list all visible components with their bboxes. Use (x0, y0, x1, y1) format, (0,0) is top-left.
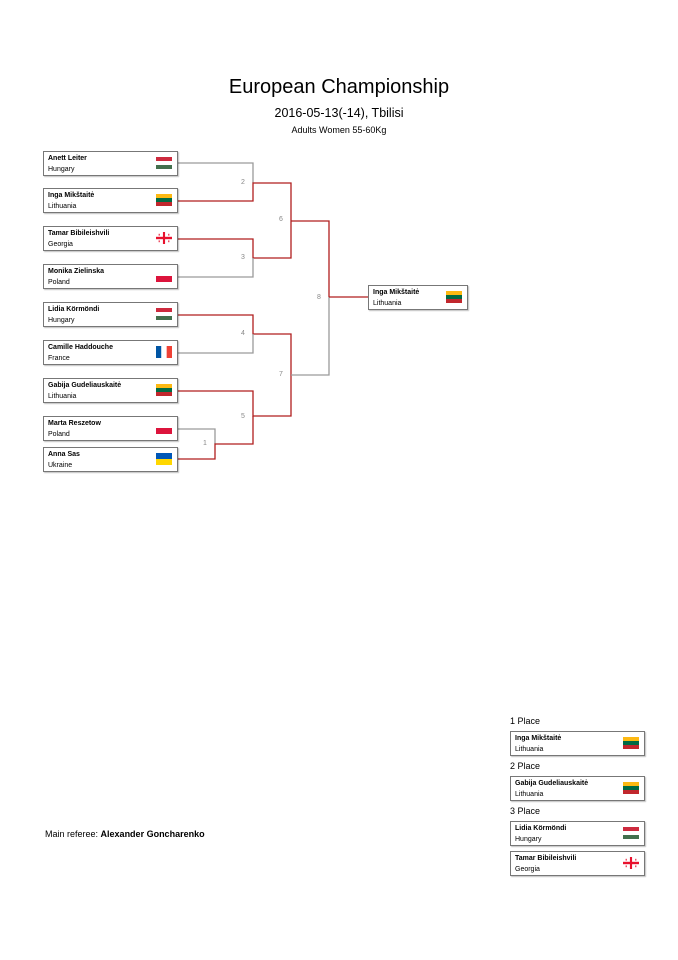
competitor-country: Lithuania (48, 203, 77, 210)
referee-label: Main referee: (45, 829, 99, 839)
competitor-country: Hungary (48, 166, 75, 173)
competitor-card: Tamar Bibileishvili Georgia (43, 226, 178, 251)
lithuania-flag-icon (156, 384, 172, 396)
lithuania-flag-icon (623, 737, 639, 749)
bracket-line-loser (178, 334, 254, 354)
third-place-label: 3 Place (510, 806, 541, 816)
hungary-flag-icon (623, 827, 639, 839)
first-place-label: 1 Place (510, 716, 541, 726)
lithuania-flag-icon (623, 782, 639, 794)
competitor-name: Gabija Gudeliauskaitė (515, 780, 589, 787)
competitor-name: Inga Mikštaitė (48, 192, 95, 199)
weight-category: Adults Women 55-60Kg (291, 125, 387, 135)
match-number: 8 (317, 294, 321, 301)
competitor-card: Lidia Körmöndi Hungary (43, 302, 178, 327)
competitor-country: Poland (48, 279, 70, 286)
third-place-card: Tamar Bibileishvili Georgia (510, 851, 645, 876)
competitor-card: Monika Zielinska Poland (43, 264, 178, 289)
georgia-flag-icon (623, 857, 639, 869)
winner-card: Inga Mikštaitė Lithuania (368, 285, 468, 310)
referee-name: Alexander Goncharenko (100, 829, 205, 839)
match-number: 7 (279, 371, 283, 378)
bracket-line-winner (178, 182, 292, 221)
competitor-country: Hungary (515, 836, 542, 843)
competitor-country: Georgia (515, 866, 540, 873)
lithuania-flag-icon (446, 291, 462, 303)
competitor-country: Hungary (48, 317, 75, 324)
second-place-card: Gabija Gudeliauskaitė Lithuania (510, 776, 645, 801)
bracket-line-loser (291, 297, 330, 376)
event-date-location: 2016-05-13(-14), Tbilisi (274, 106, 404, 120)
competitor-country: France (48, 355, 70, 362)
competitor-country: Poland (48, 431, 70, 438)
competitor-name: Monika Zielinska (48, 268, 105, 275)
match-number: 2 (241, 179, 245, 186)
competitor-country: Lithuania (48, 393, 77, 400)
page-title: European Championship (228, 76, 450, 98)
bracket-line-loser (178, 258, 254, 278)
poland-flag-icon (156, 422, 172, 434)
competitor-name: Marta Reszetow (48, 420, 101, 427)
competitor-name: Tamar Bibileishvili (515, 855, 577, 862)
competitor-card: Anett Leiter Hungary (43, 151, 178, 176)
competitor-card: Gabija Gudeliauskaitė Lithuania (43, 378, 178, 403)
first-place-card: Inga Mikštaitė Lithuania (510, 731, 645, 756)
bracket-line-winner (178, 416, 254, 460)
bracket-line-winner (291, 220, 330, 297)
competitor-name: Gabija Gudeliauskaitė (48, 382, 122, 389)
bracket-line-loser (178, 428, 216, 444)
main-referee: Main referee: Alexander Goncharenko (45, 829, 205, 839)
competitor-card: Marta Reszetow Poland (43, 416, 178, 441)
third-place-card: Lidia Körmöndi Hungary (510, 821, 645, 846)
bracket-line-winner (178, 314, 292, 375)
match-number: 6 (279, 216, 283, 223)
poland-flag-icon (156, 270, 172, 282)
bracket-line-winner (178, 375, 292, 417)
competitor-name: Tamar Bibileishvili (48, 230, 110, 237)
match-number: 5 (241, 413, 245, 420)
competitor-name: Camille Haddouche (48, 344, 113, 351)
competitor-card: Inga Mikštaitė Lithuania (43, 188, 178, 213)
ukraine-flag-icon (156, 453, 172, 465)
competitor-card: Camille Haddouche France (43, 340, 178, 365)
competitor-country: Ukraine (48, 462, 73, 469)
competitor-country: Lithuania (373, 300, 402, 307)
competitor-country: Georgia (48, 241, 73, 248)
lithuania-flag-icon (156, 194, 172, 206)
competitor-name: Anna Sas (48, 451, 80, 458)
france-flag-icon (156, 346, 172, 358)
competitor-name: Anett Leiter (48, 155, 87, 162)
bracket-line-loser (178, 162, 254, 183)
hungary-flag-icon (156, 157, 172, 169)
competitor-card: Anna Sas Ukraine (43, 447, 178, 472)
match-number: 1 (203, 440, 207, 447)
second-place-label: 2 Place (510, 761, 541, 771)
competitor-name: Lidia Körmöndi (515, 825, 567, 832)
georgia-flag-icon (156, 232, 172, 244)
hungary-flag-icon (156, 308, 172, 320)
competitor-country: Lithuania (515, 791, 544, 798)
competitor-country: Lithuania (515, 746, 544, 753)
match-number: 3 (241, 254, 245, 261)
competitor-name: Inga Mikštaitė (373, 289, 420, 296)
competitor-name: Inga Mikštaitė (515, 735, 562, 742)
bracket-line-winner (178, 221, 292, 259)
competitor-name: Lidia Körmöndi (48, 306, 100, 313)
match-number: 4 (241, 330, 245, 337)
